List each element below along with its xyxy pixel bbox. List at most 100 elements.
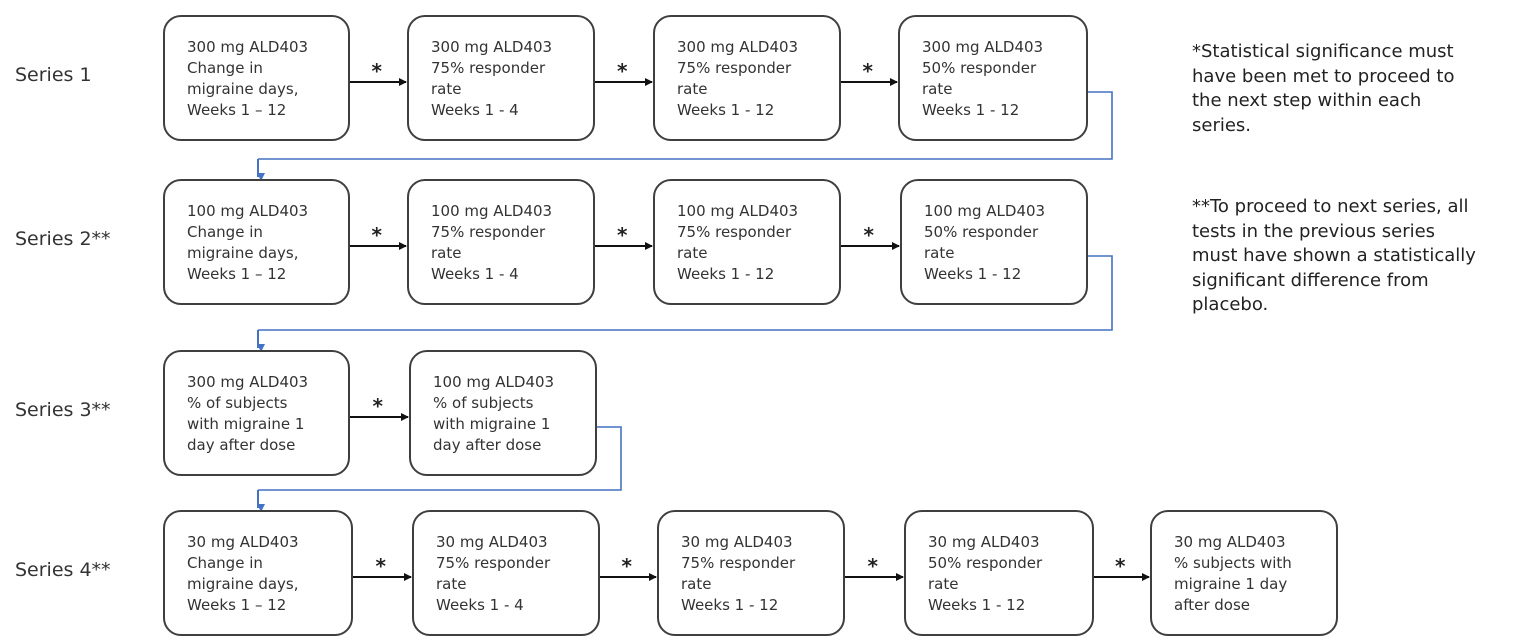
footnote-line: significant difference from bbox=[1192, 269, 1429, 291]
step-text: migraine days, bbox=[187, 575, 299, 593]
step-text: 300 mg ALD403 bbox=[187, 373, 309, 391]
step-text: with migraine 1 bbox=[433, 415, 551, 433]
footnote-series: **To proceed to next series, all tests in… bbox=[1192, 195, 1528, 318]
step-text: 300 mg ALD403 bbox=[187, 38, 309, 56]
step-text: Weeks 1 - 4 bbox=[436, 596, 524, 614]
significance-mark: * bbox=[371, 223, 382, 247]
step-text: 300 mg ALD403 bbox=[677, 38, 799, 56]
series-label: Series 2** bbox=[15, 228, 111, 250]
series-label: Series 3** bbox=[15, 399, 111, 421]
footnote-line: have been met to proceed to bbox=[1192, 65, 1455, 87]
significance-mark: * bbox=[617, 223, 628, 247]
footnote-significance: *Statistical significance must have been … bbox=[1192, 40, 1528, 138]
step-text: 300 mg ALD403 bbox=[431, 38, 553, 56]
significance-mark: * bbox=[375, 554, 386, 578]
step-text: Weeks 1 – 12 bbox=[187, 596, 287, 614]
significance-mark: * bbox=[371, 59, 382, 83]
footnote-line: tests in the previous series bbox=[1192, 220, 1436, 242]
significance-mark: * bbox=[867, 554, 878, 578]
step-text: Weeks 1 - 12 bbox=[677, 265, 775, 283]
step-text: 50% responder bbox=[924, 223, 1039, 241]
significance-mark: * bbox=[621, 554, 632, 578]
step-text: 30 mg ALD403 bbox=[928, 533, 1040, 551]
step-text: after dose bbox=[1174, 596, 1250, 614]
step-text: Weeks 1 - 12 bbox=[677, 101, 775, 119]
step-text: 75% responder bbox=[677, 59, 792, 77]
step-text: rate bbox=[922, 80, 953, 98]
step-text: 100 mg ALD403 bbox=[433, 373, 555, 391]
step-text: rate bbox=[436, 575, 467, 593]
step-text: migraine days, bbox=[187, 244, 299, 262]
step-text: Change in bbox=[187, 59, 263, 77]
step-text: 50% responder bbox=[922, 59, 1037, 77]
step-text: Weeks 1 – 12 bbox=[187, 265, 287, 283]
series-connector bbox=[258, 426, 622, 491]
step-text: 30 mg ALD403 bbox=[1174, 533, 1286, 551]
step-text: migraine days, bbox=[187, 80, 299, 98]
step-box: 30 mg ALD403 % subjects with migraine 1 da… bbox=[1150, 510, 1338, 636]
step-text: 30 mg ALD403 bbox=[681, 533, 793, 551]
step-text: rate bbox=[431, 80, 462, 98]
series-connector bbox=[258, 91, 1113, 160]
series-label: Series 1 bbox=[15, 64, 92, 86]
step-text: 75% responder bbox=[436, 554, 551, 572]
step-text: 75% responder bbox=[677, 223, 792, 241]
step-text: 100 mg ALD403 bbox=[924, 202, 1046, 220]
step-text: 100 mg ALD403 bbox=[187, 202, 309, 220]
step-text: 75% responder bbox=[681, 554, 796, 572]
step-text: rate bbox=[924, 244, 955, 262]
footnote-line: series. bbox=[1192, 114, 1252, 136]
footnote-line: **To proceed to next series, all bbox=[1192, 196, 1469, 217]
step-text: Weeks 1 - 4 bbox=[431, 101, 519, 119]
step-text: rate bbox=[928, 575, 959, 593]
series-connector bbox=[258, 255, 1113, 331]
step-text: Change in bbox=[187, 554, 263, 572]
step-text: Weeks 1 - 12 bbox=[922, 101, 1020, 119]
step-text: Weeks 1 - 4 bbox=[431, 265, 519, 283]
step-text: 100 mg ALD403 bbox=[677, 202, 799, 220]
step-box: 300 mg ALD403 % of subjects with migraine … bbox=[163, 350, 350, 476]
step-text: 30 mg ALD403 bbox=[436, 533, 548, 551]
step-text: day after dose bbox=[433, 436, 542, 454]
step-text: 75% responder bbox=[431, 223, 546, 241]
step-text: Weeks 1 – 12 bbox=[187, 101, 287, 119]
significance-mark: * bbox=[1115, 554, 1126, 578]
step-text: Change in bbox=[187, 223, 263, 241]
step-text: % subjects with bbox=[1174, 554, 1292, 572]
step-text: Weeks 1 - 12 bbox=[924, 265, 1022, 283]
series-label: Series 4** bbox=[15, 559, 111, 581]
step-box: 100 mg ALD403 % of subjects with migraine … bbox=[409, 350, 597, 476]
step-text: 300 mg ALD403 bbox=[922, 38, 1044, 56]
step-text: 50% responder bbox=[928, 554, 1043, 572]
step-text: rate bbox=[431, 244, 462, 262]
significance-mark: * bbox=[372, 394, 383, 418]
significance-mark: * bbox=[617, 59, 628, 83]
step-text: Weeks 1 - 12 bbox=[681, 596, 779, 614]
step-text: rate bbox=[677, 80, 708, 98]
step-text: 75% responder bbox=[431, 59, 546, 77]
step-text: rate bbox=[677, 244, 708, 262]
step-text: % of subjects bbox=[433, 394, 534, 412]
step-text: migraine 1 day bbox=[1174, 575, 1288, 593]
footnote-line: *Statistical significance must bbox=[1192, 41, 1454, 62]
step-text: % of subjects bbox=[187, 394, 288, 412]
step-text: with migraine 1 bbox=[187, 415, 305, 433]
footnote-line: placebo. bbox=[1192, 294, 1269, 315]
significance-mark: * bbox=[862, 59, 873, 83]
step-text: 100 mg ALD403 bbox=[431, 202, 553, 220]
step-text: 30 mg ALD403 bbox=[187, 533, 299, 551]
